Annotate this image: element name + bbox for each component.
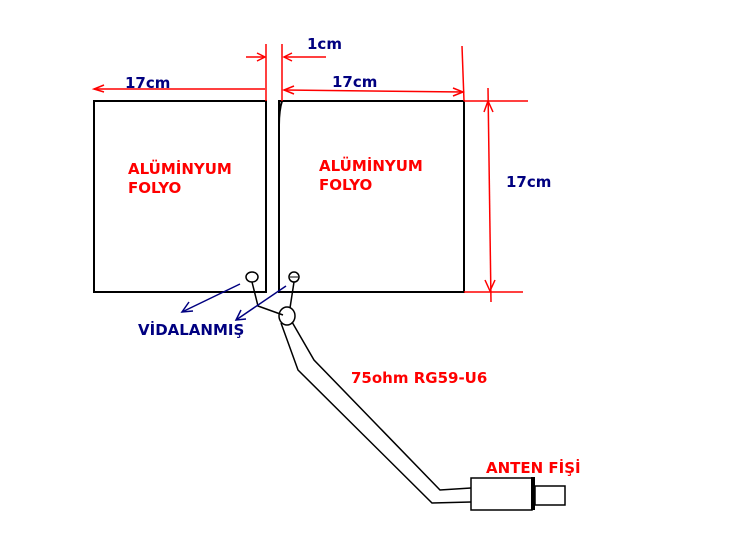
right-foil-panel — [278, 100, 465, 293]
screw-pointer-arrows — [180, 283, 287, 321]
dimension-left-width — [91, 84, 265, 93]
antenna-plug — [470, 477, 566, 511]
feed-wire-left — [251, 281, 284, 316]
right-panel-label-line1: ALÜMİNYUM — [319, 156, 423, 175]
plug-label: ANTEN FİŞİ — [486, 458, 581, 477]
feed-wire-right — [289, 281, 295, 309]
left-panel-label-line2: FOLYO — [128, 179, 181, 197]
gap-width-label: 1cm — [307, 35, 342, 53]
right-panel-label-line2: FOLYO — [319, 176, 372, 194]
dimension-gap-width — [246, 44, 326, 101]
coax-cable — [280, 321, 472, 504]
right-panel-inner-edge-curve — [278, 100, 283, 126]
left-width-label: 17cm — [125, 74, 170, 92]
cable-label: 75ohm RG59-U6 — [351, 369, 487, 387]
right-width-label: 17cm — [332, 73, 377, 91]
height-label: 17cm — [506, 173, 551, 191]
left-panel-label-line1: ALÜMİNYUM — [128, 159, 232, 178]
dimension-height — [464, 87, 528, 303]
screwed-label: VİDALANMIŞ — [138, 320, 244, 339]
dimension-right-width — [281, 45, 466, 102]
feed-point — [278, 306, 296, 326]
left-screw — [245, 271, 259, 283]
